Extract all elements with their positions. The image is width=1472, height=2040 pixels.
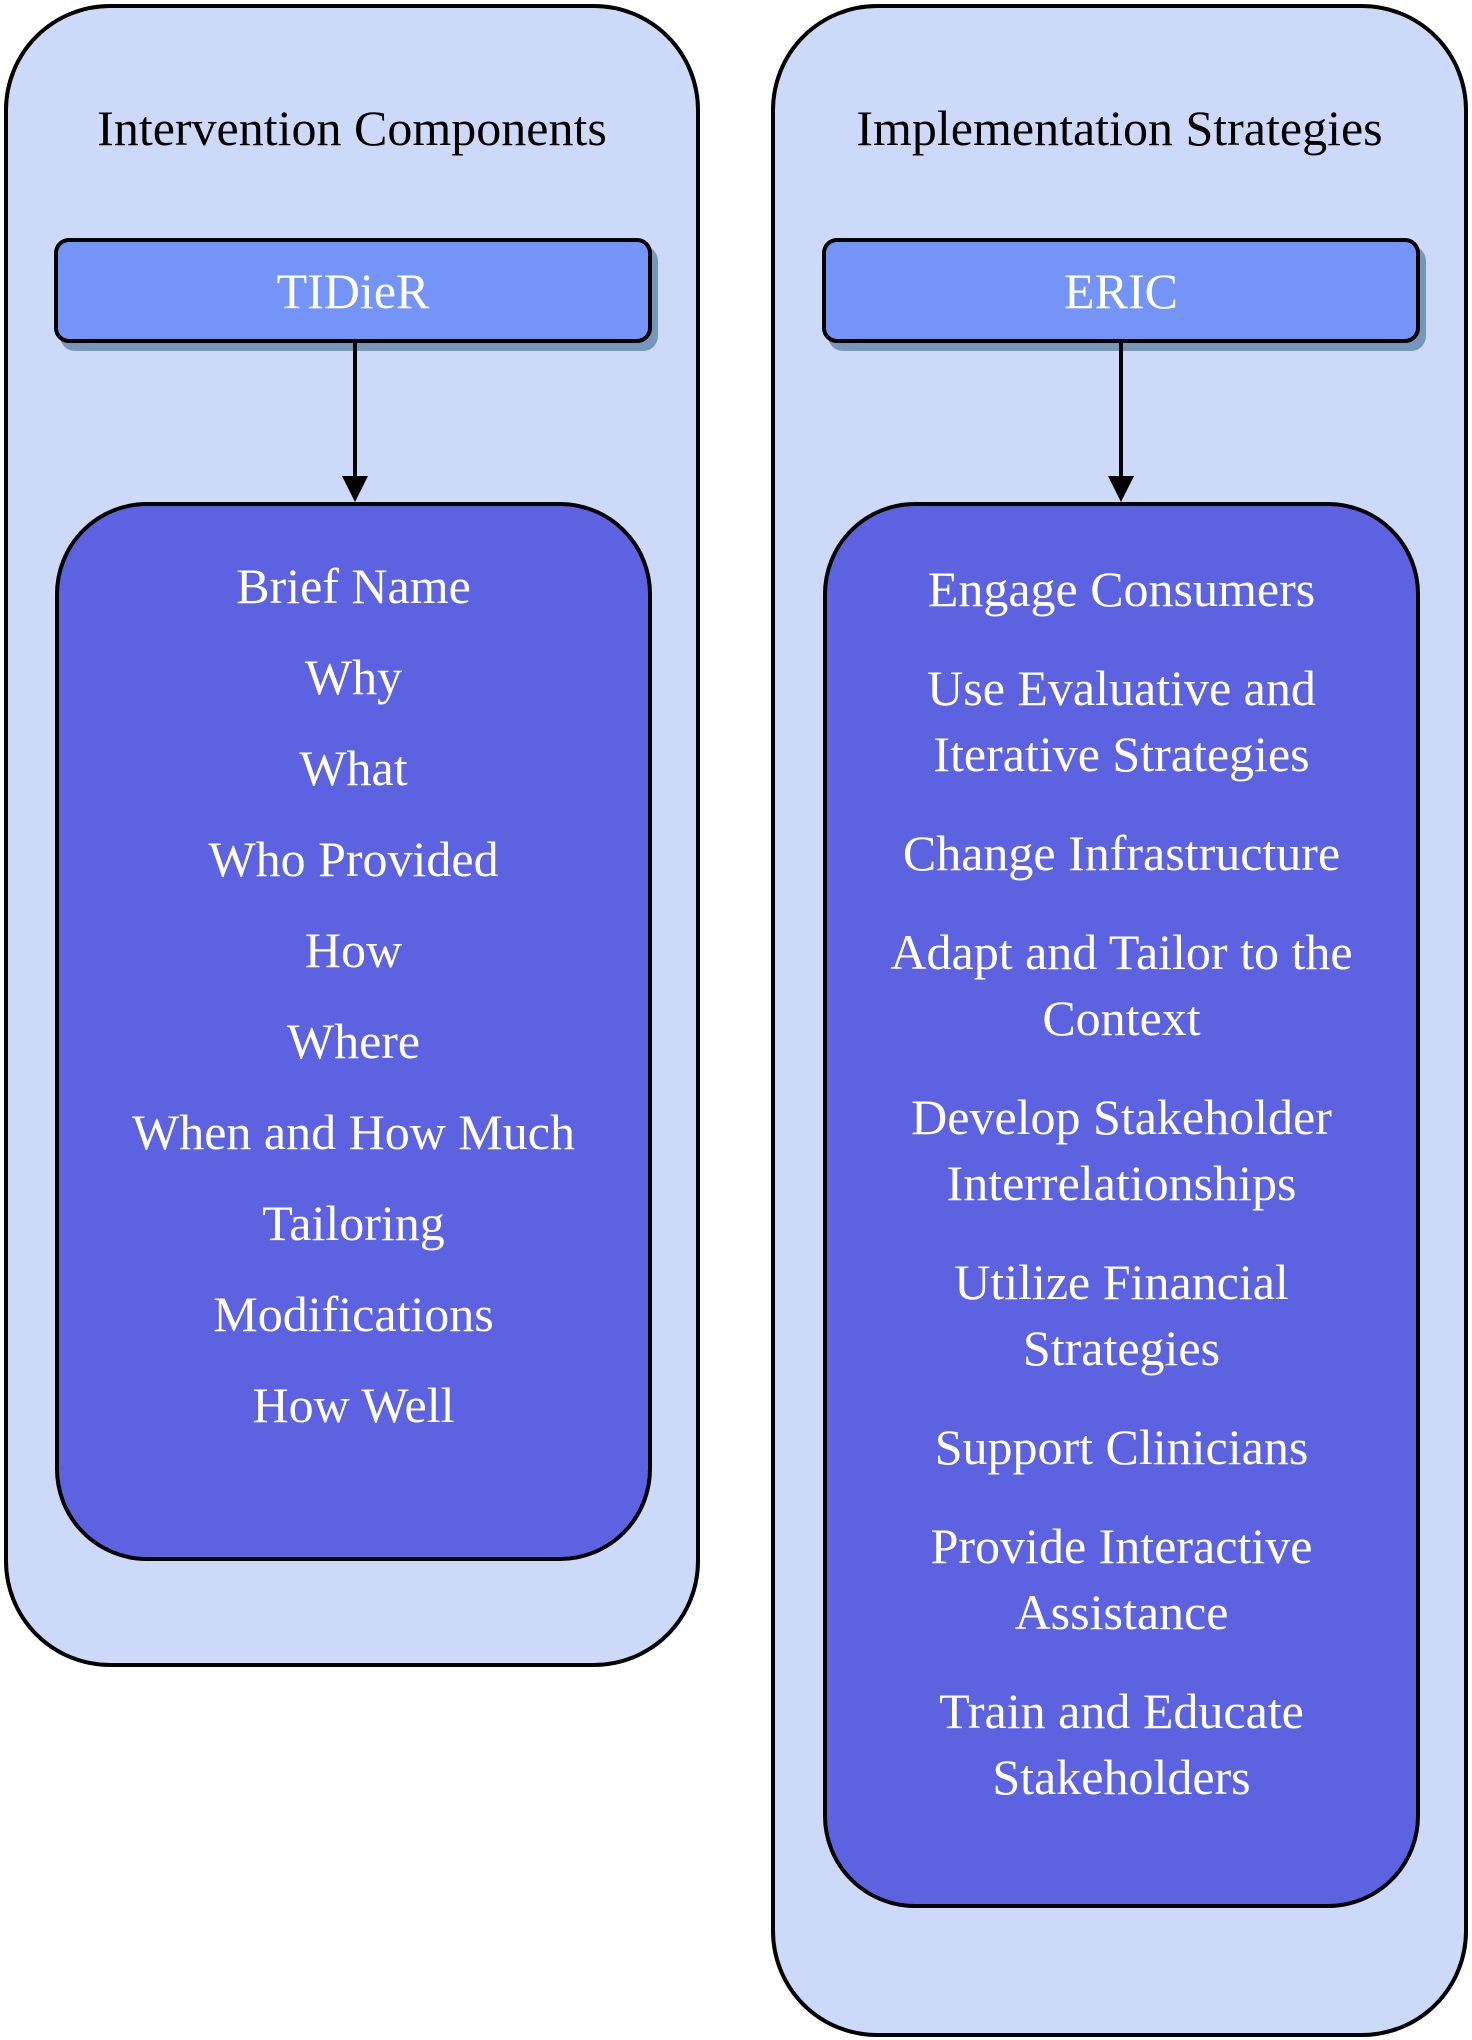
tidier-item-text: Tailoring <box>262 1195 445 1251</box>
tidier-item-text: Brief Name <box>236 558 471 614</box>
tidier-item-text: Who Provided <box>208 831 499 887</box>
tidier-item: Modifications <box>59 1281 648 1347</box>
tidier-item-text: Modifications <box>213 1286 494 1342</box>
eric-item-text: Utilize Financial <box>954 1254 1289 1310</box>
tidier-arrow-head-icon <box>342 476 368 502</box>
tidier-item: When and How Much <box>59 1099 648 1165</box>
tidier-item: Who Provided <box>59 826 648 892</box>
eric-item-text: Train and Educate <box>939 1683 1304 1739</box>
eric-label: ERIC <box>1064 262 1178 319</box>
tidier-label: TIDieR <box>276 262 430 319</box>
eric-item-text: Change Infrastructure <box>902 825 1341 881</box>
tidier-item-text: How Well <box>252 1377 455 1433</box>
tidier-item-text: When and How Much <box>132 1104 575 1160</box>
tidier-item: Tailoring <box>59 1190 648 1256</box>
tidier-item: Why <box>59 644 648 710</box>
tidier-item: Brief Name <box>59 553 648 619</box>
tidier-item: Where <box>59 1008 648 1074</box>
eric-item: Support Clinicians <box>827 1414 1416 1480</box>
eric-item-text: Strategies <box>1022 1320 1221 1376</box>
eric-item: Engage Consumers <box>827 556 1416 622</box>
tidier-item-text: Why <box>304 649 403 705</box>
tidier-item-text: What <box>299 740 408 796</box>
tidier-item: How Well <box>59 1372 648 1438</box>
eric-item-text: Develop Stakeholder <box>911 1089 1332 1145</box>
eric-item-text: Provide Interactive <box>930 1518 1313 1574</box>
eric-item-text: Interrelationships <box>946 1155 1297 1211</box>
tidier-item-text: Where <box>286 1013 421 1069</box>
eric-item: Change Infrastructure <box>827 820 1416 886</box>
eric-arrow-head-icon <box>1108 476 1134 502</box>
tidier-item: What <box>59 735 648 801</box>
tidier-item-text: How <box>304 922 403 978</box>
intervention-components-title: Intervention Components <box>97 100 607 156</box>
eric-item-text: Engage Consumers <box>927 561 1316 617</box>
eric-arrow-line <box>1119 343 1123 479</box>
tidier-arrow-line <box>353 343 357 479</box>
eric-item-text: Support Clinicians <box>934 1419 1309 1475</box>
eric-item-text: Use Evaluative and <box>927 660 1316 716</box>
eric-item-text: Assistance <box>1014 1584 1229 1640</box>
eric-item-text: Stakeholders <box>992 1749 1251 1805</box>
eric-item-text: Adapt and Tailor to the <box>890 924 1353 980</box>
eric-item-text: Iterative Strategies <box>933 726 1310 782</box>
implementation-strategies-title: Implementation Strategies <box>856 100 1383 156</box>
eric-item-text: Context <box>1042 990 1201 1046</box>
tidier-header-box[interactable]: TIDieR <box>54 238 652 343</box>
eric-header-box[interactable]: ERIC <box>822 238 1420 343</box>
tidier-item: How <box>59 917 648 983</box>
